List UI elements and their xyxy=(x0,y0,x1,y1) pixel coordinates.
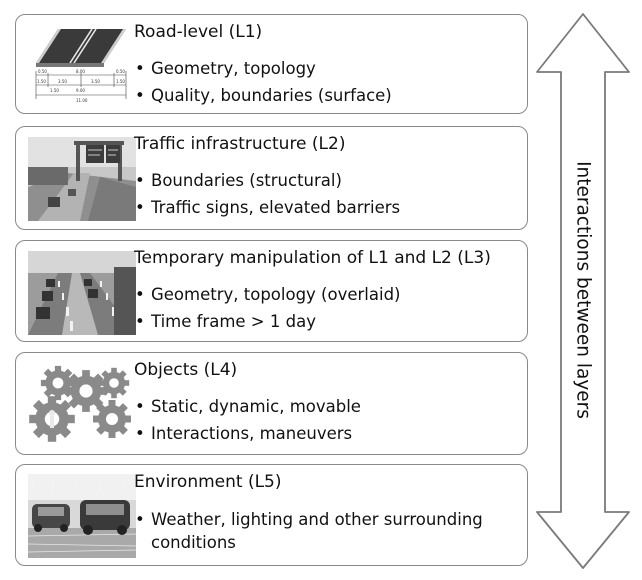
bullet-item: Weather, lighting and other surrounding … xyxy=(134,508,517,554)
layer-box-l1: 0.50 8.00 0.50 1.50 3.50 3.50 1.50 1.50 … xyxy=(15,14,528,114)
traffic-infrastructure-image xyxy=(28,137,136,221)
dim-label: 0.50 xyxy=(38,69,47,74)
bullet-item: Geometry, topology xyxy=(134,55,517,82)
layer-bullets-l5: Weather, lighting and other surrounding … xyxy=(134,505,517,554)
dim-label: 1.50 xyxy=(37,79,46,84)
bullet-item: Quality, boundaries (surface) xyxy=(134,82,517,109)
bullet-item: Boundaries (structural) xyxy=(134,167,517,194)
layer-bullets-l3: Geometry, topology (overlaid) Time frame… xyxy=(134,281,517,335)
dim-label: 3.50 xyxy=(91,79,100,84)
layer-box-l5: Environment (L5) Weather, lighting and o… xyxy=(15,464,528,566)
layer-box-l4: Objects (L4) Static, dynamic, movable In… xyxy=(15,352,528,455)
construction-site-image xyxy=(28,251,136,335)
bullet-item: Interactions, maneuvers xyxy=(134,420,517,447)
layer-title-l3: Temporary manipulation of L1 and L2 (L3) xyxy=(134,248,491,268)
bullet-item: Geometry, topology (overlaid) xyxy=(134,281,517,308)
dim-label: 11.00 xyxy=(76,98,88,103)
layer-box-l3: Temporary manipulation of L1 and L2 (L3)… xyxy=(15,240,528,342)
dim-label: 1.50 xyxy=(50,88,59,93)
layer-bullets-l4: Static, dynamic, movable Interactions, m… xyxy=(134,393,517,447)
layer-title-l1: Road-level (L1) xyxy=(134,22,263,42)
dim-label: 1.50 xyxy=(116,79,125,84)
road-cross-section-image: 0.50 8.00 0.50 1.50 3.50 3.50 1.50 1.50 … xyxy=(28,23,136,107)
bullet-item: Static, dynamic, movable xyxy=(134,393,517,420)
dim-label: 8.00 xyxy=(76,69,85,74)
bullet-item: Time frame > 1 day xyxy=(134,308,517,335)
layer-box-l2: Traffic infrastructure (L2) Boundaries (… xyxy=(15,126,528,230)
double-arrow-icon xyxy=(536,13,630,569)
layer-title-l5: Environment (L5) xyxy=(134,472,282,492)
layer-bullets-l2: Boundaries (structural) Traffic signs, e… xyxy=(134,167,517,221)
layer-bullets-l1: Geometry, topology Quality, boundaries (… xyxy=(134,55,517,109)
gears-image xyxy=(28,361,136,445)
layer-title-l2: Traffic infrastructure (L2) xyxy=(134,134,346,154)
bullet-item: Traffic signs, elevated barriers xyxy=(134,194,517,221)
layer-title-l4: Objects (L4) xyxy=(134,360,238,380)
dim-label: 0.50 xyxy=(116,69,125,74)
flooded-street-image xyxy=(28,474,136,558)
dim-label: 9.00 xyxy=(76,88,85,93)
interactions-label: Interactions between layers xyxy=(572,161,594,419)
dim-label: 3.50 xyxy=(58,79,67,84)
